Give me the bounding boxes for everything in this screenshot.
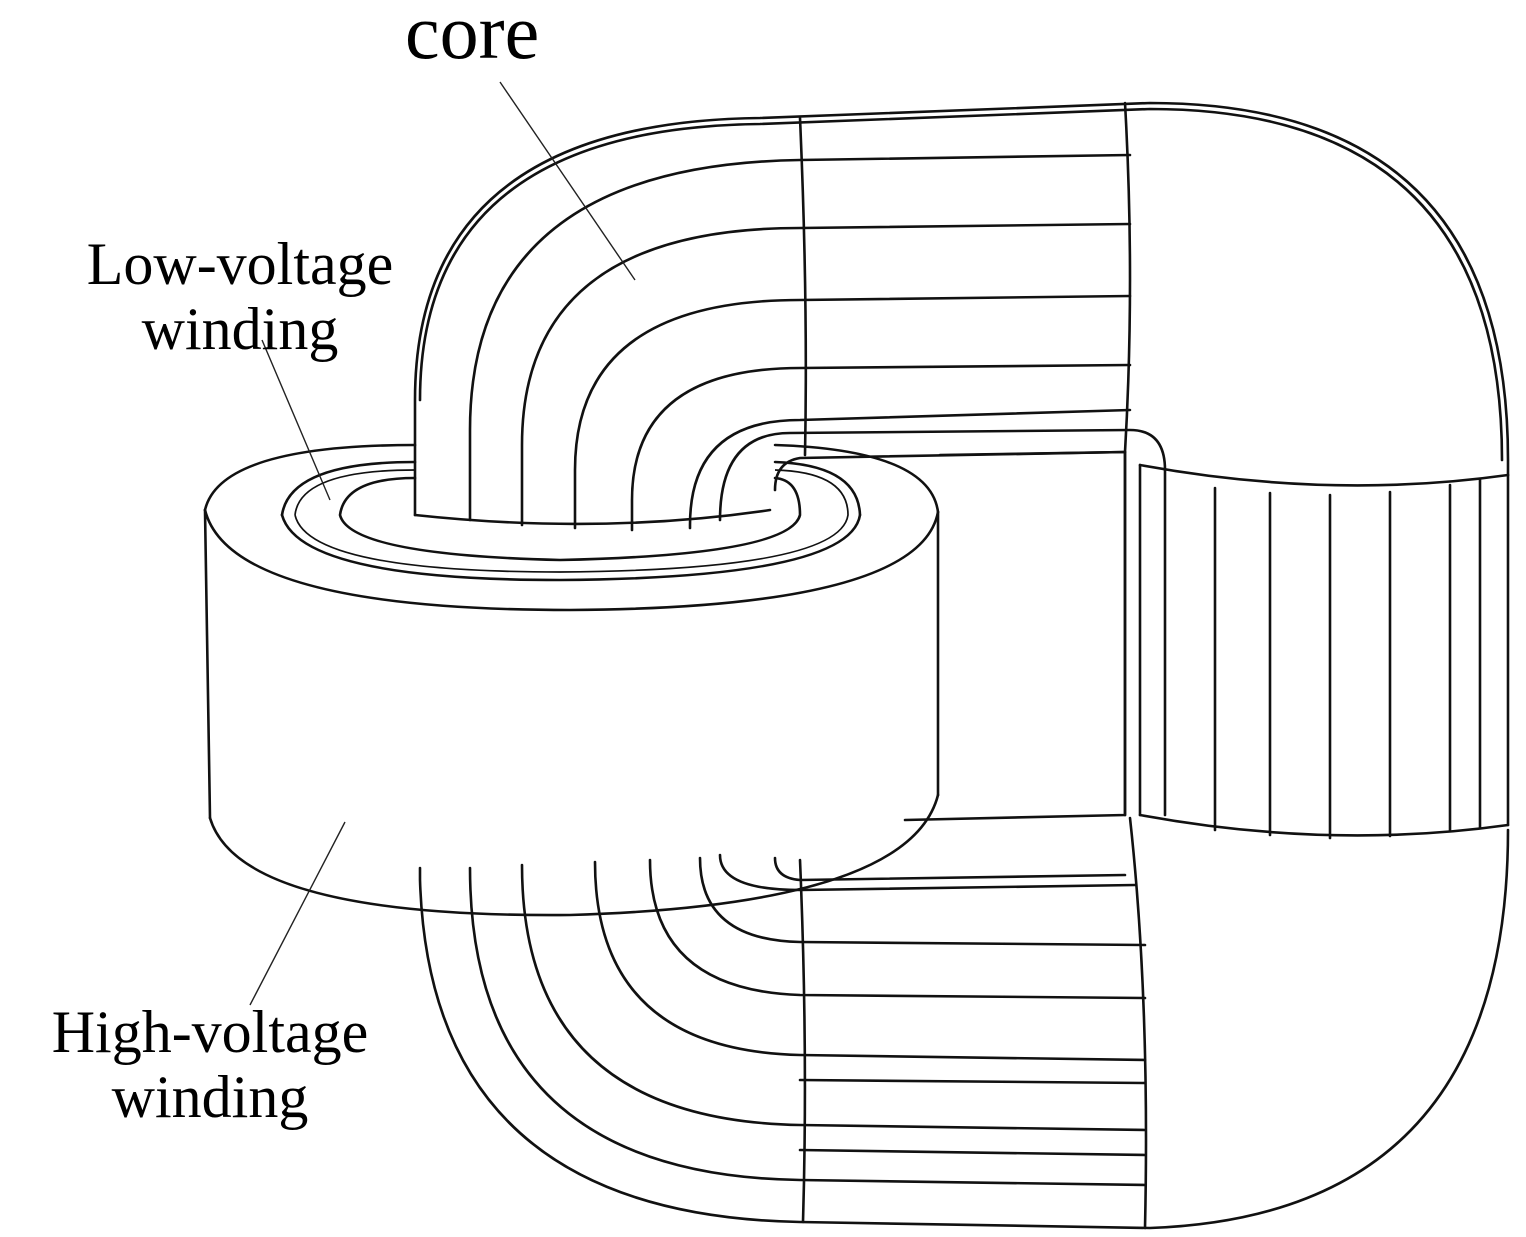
core-lower-lam-4 xyxy=(648,858,1147,1000)
high-voltage-label-line1: High-voltage xyxy=(51,999,369,1065)
core-lamination-6 xyxy=(718,428,1167,522)
core-lamination-5 xyxy=(688,408,1132,530)
core-lamination-3 xyxy=(573,294,1132,530)
core-window-top-edge xyxy=(773,450,1127,492)
core-window-outline xyxy=(903,450,1127,822)
core-label: core xyxy=(405,0,539,74)
core-outer-edge-top-inner xyxy=(418,107,1504,462)
core-lower-lam-1 xyxy=(468,866,1147,1187)
core-lower-lam-2 xyxy=(520,863,1147,1132)
core-leg-cut-edge xyxy=(413,508,772,526)
core-lower-lam-extra-2 xyxy=(798,1148,1147,1157)
lv-winding-ring-outer-front xyxy=(280,513,862,582)
core-lower-lam-extra-1 xyxy=(798,1078,1147,1085)
lv-winding-ring-inner xyxy=(338,476,802,562)
low-voltage-leader-line xyxy=(261,339,331,501)
low-voltage-winding-label: Low-voltage winding xyxy=(40,232,440,362)
core-lamination-4 xyxy=(630,363,1132,532)
core-leader-line xyxy=(499,81,636,281)
core-lower-lam-5 xyxy=(698,856,1147,947)
core-step-line-left xyxy=(798,116,808,457)
core-upper-yoke xyxy=(413,101,1510,532)
lv-winding-ring-2 xyxy=(294,469,849,573)
hv-winding-top-back-edge xyxy=(203,443,940,514)
core-lamination-1 xyxy=(468,153,1132,522)
core-step-line-right xyxy=(1123,101,1132,454)
core-right-leg-bottom-edge xyxy=(1138,813,1510,837)
hv-winding-left-side xyxy=(203,508,212,820)
hv-winding-bottom-edge xyxy=(208,793,940,917)
core-right-leg xyxy=(903,450,1510,840)
core-lower-lam-6 xyxy=(718,853,1137,892)
lv-winding-ring-outer-right xyxy=(773,460,862,517)
core-outer-edge-bottom xyxy=(418,828,1510,1230)
high-voltage-label-line2: winding xyxy=(111,1063,309,1130)
high-voltage-winding xyxy=(203,443,940,917)
core-lamination-2 xyxy=(520,222,1132,527)
low-voltage-winding xyxy=(280,460,862,582)
high-voltage-winding-label: High-voltage winding xyxy=(5,1000,415,1130)
core-label-text: core xyxy=(405,0,540,75)
high-voltage-leader-line xyxy=(249,821,346,1006)
core-outer-edge-top xyxy=(413,101,1510,517)
core-right-leg-top-edge xyxy=(1138,463,1510,487)
core-lower-step-line-left xyxy=(798,858,807,1224)
low-voltage-label-line1: Low-voltage xyxy=(86,231,394,297)
low-voltage-label-line2: winding xyxy=(141,295,339,362)
core-lower-lam-3 xyxy=(593,860,1147,1062)
hv-winding-top-front-edge xyxy=(203,508,940,612)
core-window-bottom-edge xyxy=(773,856,1127,882)
core-lower-yoke xyxy=(418,816,1510,1230)
core-lower-step-line-right xyxy=(1128,816,1148,1230)
